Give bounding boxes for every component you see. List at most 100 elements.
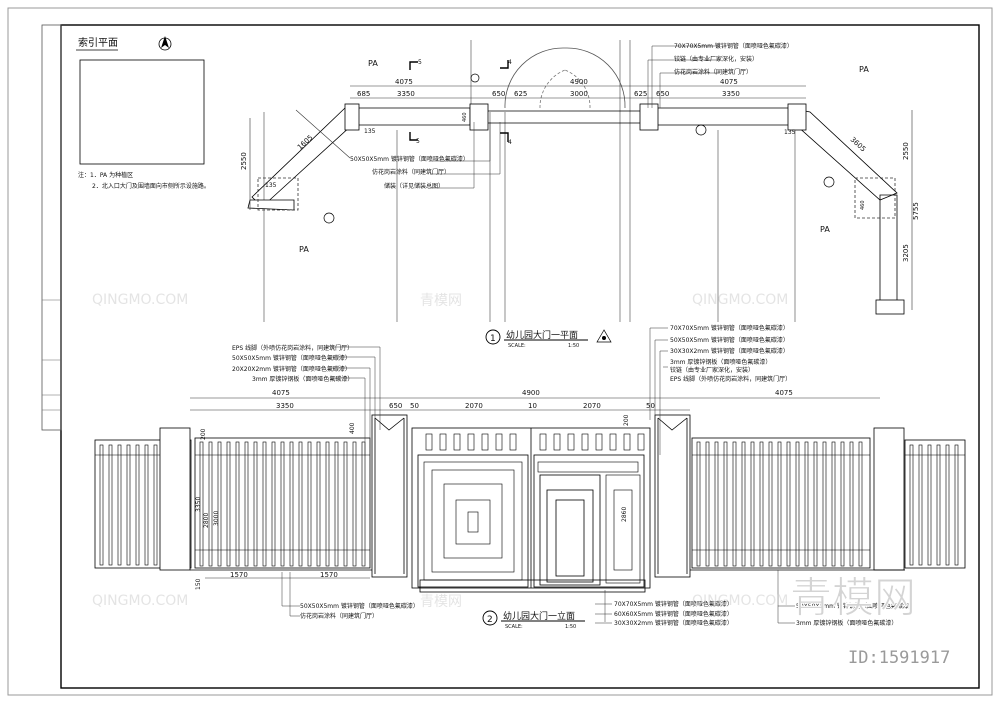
plan-dim: 650 [656, 90, 669, 98]
elev-dim: 200 [200, 428, 207, 440]
plan-callout: 仿花岗岩涂料（同建筑门厅） [674, 68, 752, 76]
plan-dim: 135 [364, 128, 376, 135]
elev-callout: 50X50X5mm 镀锌钢管（面喷哑色氟碳漆） [232, 354, 351, 362]
elev-callout: 3mm 厚镀锌钢板（面喷哑色氟碳漆） [252, 375, 353, 383]
lattice-member [423, 461, 523, 581]
elev-dim: 10 [528, 402, 537, 410]
elevation-scale-label: SCALE: [505, 624, 523, 630]
elev-dim: 3350 [195, 497, 202, 512]
fence-bar [714, 441, 719, 567]
fence-bar [723, 441, 728, 567]
fence-bar [822, 441, 827, 567]
plan-callout: 铰链（由专业厂家深化，安装） [674, 55, 758, 63]
fence-bar [813, 441, 818, 567]
fence-bar [696, 441, 701, 567]
fence-bar [262, 441, 267, 567]
elev-callout: 70X70X5mm 镀锌钢管（面喷哑色氟碳漆） [670, 324, 789, 332]
plan-title: 幼儿园大门一平面 [506, 329, 578, 341]
watermarks: QINGMO.COM QINGMO.COM QINGMO.COM QINGMO.… [92, 292, 788, 610]
fence-bar [289, 441, 294, 567]
elev-dim: 50 [410, 402, 419, 410]
fence-bar [840, 441, 845, 567]
watermark-text: QINGMO.COM [692, 292, 788, 308]
elev-callout: 50X50X5mm 镀锌钢管（面喷哑色氟碳漆） [670, 336, 789, 344]
elev-dim: 400 [349, 422, 356, 434]
elev-dim: 2800 [203, 513, 210, 528]
elev-dim: 200 [623, 414, 630, 426]
elevation-number: 2 [487, 615, 493, 625]
lattice-member [443, 483, 503, 559]
elev-callout: 铰链（由专业厂家深化，安装） [670, 366, 754, 374]
fence-bar [253, 441, 258, 567]
watermark-text: QINGMO.COM [92, 292, 188, 308]
fence-bar [909, 444, 914, 566]
fence-bar [795, 441, 800, 567]
elev-callout: 20X20X2mm 镀锌钢管（面喷哑色氟碳漆） [232, 365, 351, 373]
plan-area-label: PA [368, 59, 378, 68]
plan-callout: 仿花岗岩涂料（同建筑门厅） [372, 168, 450, 176]
elev-callout: 3mm 厚镀锌钢板（面喷哑色氟碳漆） [670, 358, 771, 366]
index-title: 索引平面 [78, 36, 118, 49]
fence-bar [343, 441, 348, 567]
plan-area-label: PA [299, 245, 309, 254]
elev-callout: EPS 线脚（外喷仿花岗岩涂料，同建筑门厅） [670, 375, 791, 383]
watermark-cn: 青模网 [420, 293, 462, 309]
lattice-member [581, 433, 589, 451]
fence-bar [316, 441, 321, 567]
title-strip [41, 24, 62, 431]
elev-callout: 50X50X5mm 镀锌钢管（面喷哑色氟碳漆） [796, 602, 915, 610]
fence-bar [244, 441, 249, 567]
elev-callout: 3mm 厚镀锌钢板（面喷哑色氟碳漆） [796, 619, 897, 627]
fence-bar [777, 441, 782, 567]
lattice-member [595, 433, 603, 451]
elev-dim: 4075 [775, 389, 793, 397]
plan-dim: 625 [634, 90, 647, 98]
plan-dim: 5755 [912, 202, 920, 220]
fence-bar [849, 441, 854, 567]
fence-bars [95, 441, 965, 567]
compass-icon [596, 329, 612, 343]
lattice-member [467, 433, 475, 451]
lattice-member [467, 511, 479, 533]
elev-callout: 50X50X5mm 镀锌钢管（面喷哑色氟碳漆） [300, 602, 419, 610]
watermark-text: QINGMO.COM [92, 593, 188, 609]
plan-dim: 1605 [296, 134, 315, 152]
fence-bar [927, 444, 932, 566]
section-mark: 4 [508, 59, 512, 66]
plan-dim: 4075 [720, 78, 738, 86]
plan-dim: 4075 [395, 78, 413, 86]
elev-dim: 2070 [583, 402, 601, 410]
lattice-member [567, 433, 575, 451]
fence-bar [945, 444, 950, 566]
lattice-member [453, 433, 461, 451]
north-arrow-icon [158, 36, 172, 51]
plan-scale-value: 1:50 [568, 343, 579, 349]
plan-dim: 3350 [722, 90, 740, 98]
section-mark: 5 [418, 59, 422, 66]
lattice-member [605, 474, 641, 584]
fence-bar [954, 444, 959, 566]
elevation-view [94, 397, 966, 593]
elev-dim: 150 [195, 578, 202, 590]
lattice-member [509, 433, 517, 451]
plan-area-label: PA [859, 65, 869, 74]
fence-bar [334, 441, 339, 567]
plan-dim: 135 [265, 182, 277, 189]
fence-bar [99, 444, 104, 566]
elev-callout: EPS 线脚（外喷仿花岗岩涂料，同建筑门厅） [232, 344, 353, 352]
lattice-member [481, 433, 489, 451]
plan-dim: 3205 [902, 244, 910, 262]
plan-view [247, 40, 913, 322]
plan-number: 1 [490, 334, 496, 344]
brand-watermark: 青模网 ID:1591917 [790, 573, 951, 669]
fence-bar [918, 444, 923, 566]
fence-bar [307, 441, 312, 567]
fence-bar [741, 441, 746, 567]
fence-bar [705, 441, 710, 567]
plan-dim: 2550 [902, 142, 910, 160]
elev-dim: 1570 [320, 571, 338, 579]
fence-bar [352, 441, 357, 567]
fence-bar [759, 441, 764, 567]
lattice-member [455, 499, 491, 545]
fence-bar [153, 444, 158, 566]
